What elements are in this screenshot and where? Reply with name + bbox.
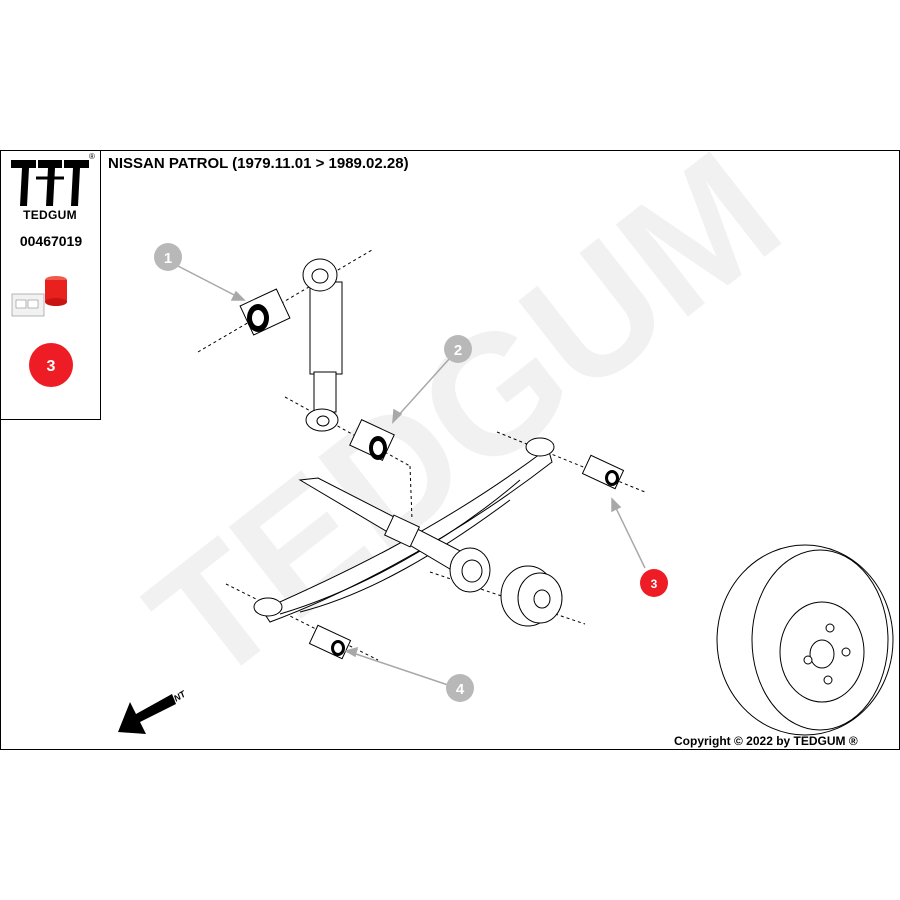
svg-text:2: 2 — [454, 342, 462, 359]
wheel-hub — [500, 565, 563, 627]
product-info-panel — [0, 150, 101, 420]
part-number: 00467019 — [19, 233, 83, 249]
copyright-notice: Copyright © 2022 by TEDGUM ® — [674, 734, 858, 748]
wheel — [716, 544, 894, 736]
selected-part-badge: 3 — [29, 343, 73, 387]
vehicle-title: NISSAN PATROL (1979.11.01 > 1989.02.28) — [108, 155, 409, 172]
callout-3: 3 — [640, 569, 668, 597]
bushing-4 — [308, 624, 352, 660]
brand-name: TEDGUM — [23, 208, 77, 222]
svg-text:1: 1 — [164, 250, 172, 267]
watermark-logo: TEDGUM — [116, 116, 813, 719]
svg-text:4: 4 — [456, 681, 465, 698]
product-thumbnail — [11, 276, 67, 317]
leader-arrows — [177, 265, 646, 686]
watermark-text: TEDGUM — [116, 116, 813, 719]
bushing-3 — [581, 454, 625, 490]
axle-tube — [298, 477, 491, 593]
shock-absorber — [302, 258, 343, 432]
callout-1: 1 — [154, 243, 182, 271]
callout-4: 4 — [446, 674, 474, 702]
bushing-1 — [239, 288, 291, 336]
tedgum-logo-icon — [11, 160, 89, 206]
axis-lines — [197, 249, 646, 661]
registered-mark: ® — [89, 152, 95, 161]
svg-text:3: 3 — [47, 358, 56, 375]
callout-2: 2 — [444, 335, 472, 363]
front-arrow-icon: FRONT — [118, 688, 189, 734]
leaf-spring — [253, 437, 555, 623]
bushing-2 — [349, 419, 395, 461]
svg-text:3: 3 — [651, 577, 658, 591]
